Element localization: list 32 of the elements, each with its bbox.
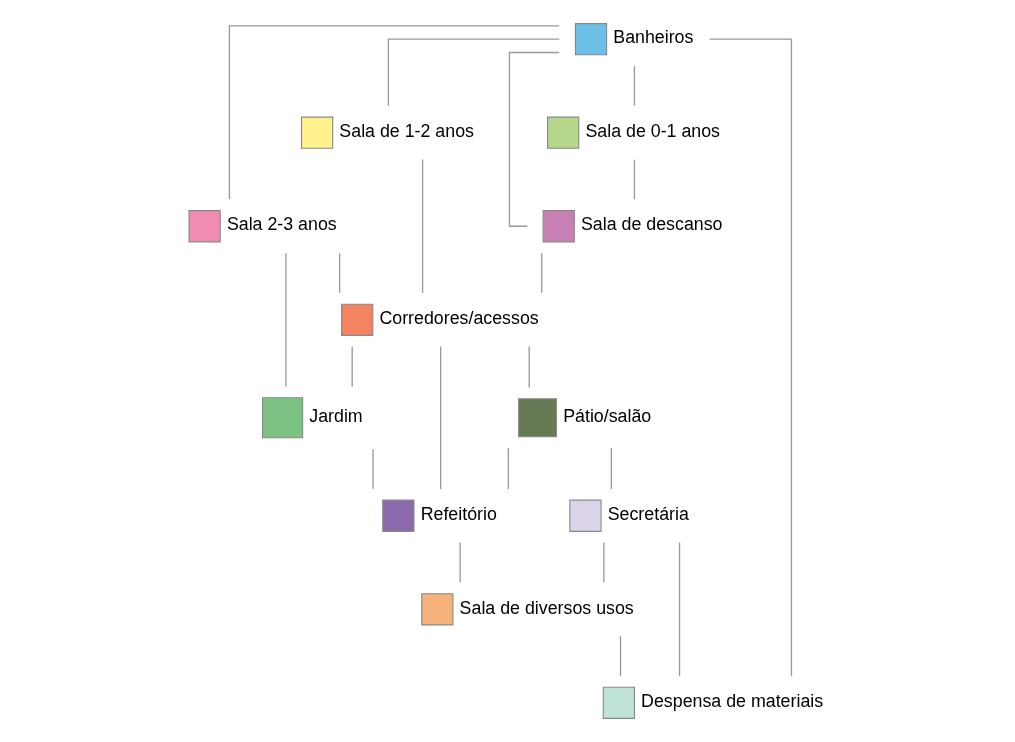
node-label: Sala de 1-2 anos: [339, 120, 474, 141]
connector: [372, 448, 374, 490]
connector: [619, 635, 622, 677]
node-label: Banheiros: [613, 27, 694, 48]
connector: [709, 38, 793, 677]
node-label: Jardim: [309, 406, 363, 426]
connector: [440, 345, 442, 490]
node-label: Sala de 0-1 anos: [585, 120, 721, 141]
connector: [351, 345, 353, 388]
connector: [285, 252, 287, 388]
node-label: Secretária: [607, 503, 689, 524]
node-label: Corredores/acessos: [379, 308, 539, 329]
node-label: Sala de descanso: [580, 214, 723, 235]
node-label: Despensa de materiais: [641, 691, 824, 712]
node-label: Sala 2-3 anos: [226, 214, 337, 235]
connector: [228, 25, 560, 200]
connector: [508, 51, 560, 227]
connector: [387, 38, 560, 107]
connector: [678, 541, 681, 677]
node-label: Refeitório: [420, 503, 497, 524]
connector: [610, 447, 612, 490]
node-label: Pátio/salão: [563, 406, 652, 426]
connector: [603, 542, 605, 583]
connector: [507, 447, 509, 490]
connector: [459, 542, 461, 583]
connector: [633, 159, 636, 200]
connector: [541, 252, 543, 294]
connector: [338, 252, 341, 294]
node-label: Sala de diversos usos: [459, 597, 634, 618]
connector: [528, 345, 530, 389]
connector: [633, 65, 636, 107]
connector: [421, 158, 424, 294]
